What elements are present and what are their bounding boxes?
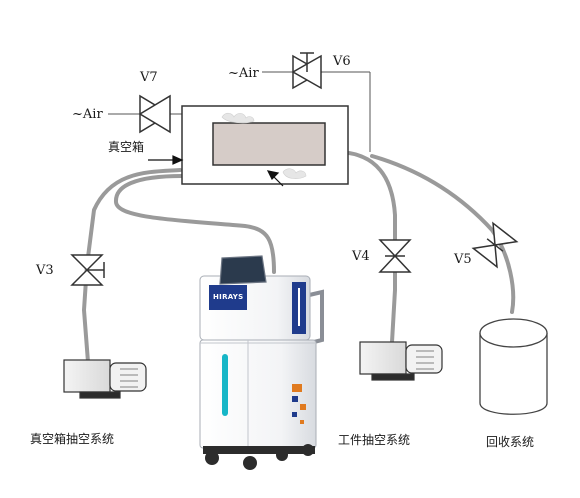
hose-machine: [114, 174, 276, 274]
label-v6: V6: [333, 54, 351, 69]
label-air-left: ~Air: [72, 107, 103, 122]
label-v7: V7: [140, 70, 158, 85]
label-workpiece-system: 工件抽空系统: [338, 433, 411, 447]
hose-vacuum-system: [81, 168, 182, 364]
recovery-tank: [479, 318, 548, 415]
label-v5: V5: [454, 252, 472, 267]
label-v4: V4: [352, 249, 370, 264]
leak-detector-machine: [199, 255, 324, 470]
hose-recovery: [370, 154, 516, 314]
leak-arrow-head: [266, 170, 280, 181]
wheel: [302, 444, 314, 456]
valve-v6: [291, 52, 323, 90]
machine-stripes: [292, 384, 306, 424]
wheel: [243, 456, 257, 470]
label-v3: V3: [36, 263, 54, 278]
brand-badge: [209, 285, 247, 310]
chamber-arrow-head: [172, 155, 184, 165]
wheel: [276, 449, 288, 461]
label-chamber: 真空箱: [108, 140, 145, 154]
pump-vacuum-system: [63, 359, 147, 399]
leak-puff-top: [221, 112, 255, 124]
label-recovery-system: 回收系统: [486, 435, 535, 449]
machine-screen: [219, 255, 267, 285]
valve-v5: [471, 221, 519, 269]
machine-light-strip: [222, 354, 228, 416]
workpiece: [212, 122, 326, 166]
label-air-top: ~Air: [228, 66, 259, 81]
valve-v3: [70, 254, 105, 286]
valve-v4: [378, 239, 412, 273]
valve-v7: [138, 94, 172, 134]
machine-brand-text: HIRAYS: [213, 293, 244, 301]
leak-puff-bottom: [282, 168, 307, 179]
wheel: [205, 451, 219, 465]
pump-workpiece-system: [359, 341, 443, 381]
label-vacuum-system: 真空箱抽空系统: [30, 432, 115, 446]
